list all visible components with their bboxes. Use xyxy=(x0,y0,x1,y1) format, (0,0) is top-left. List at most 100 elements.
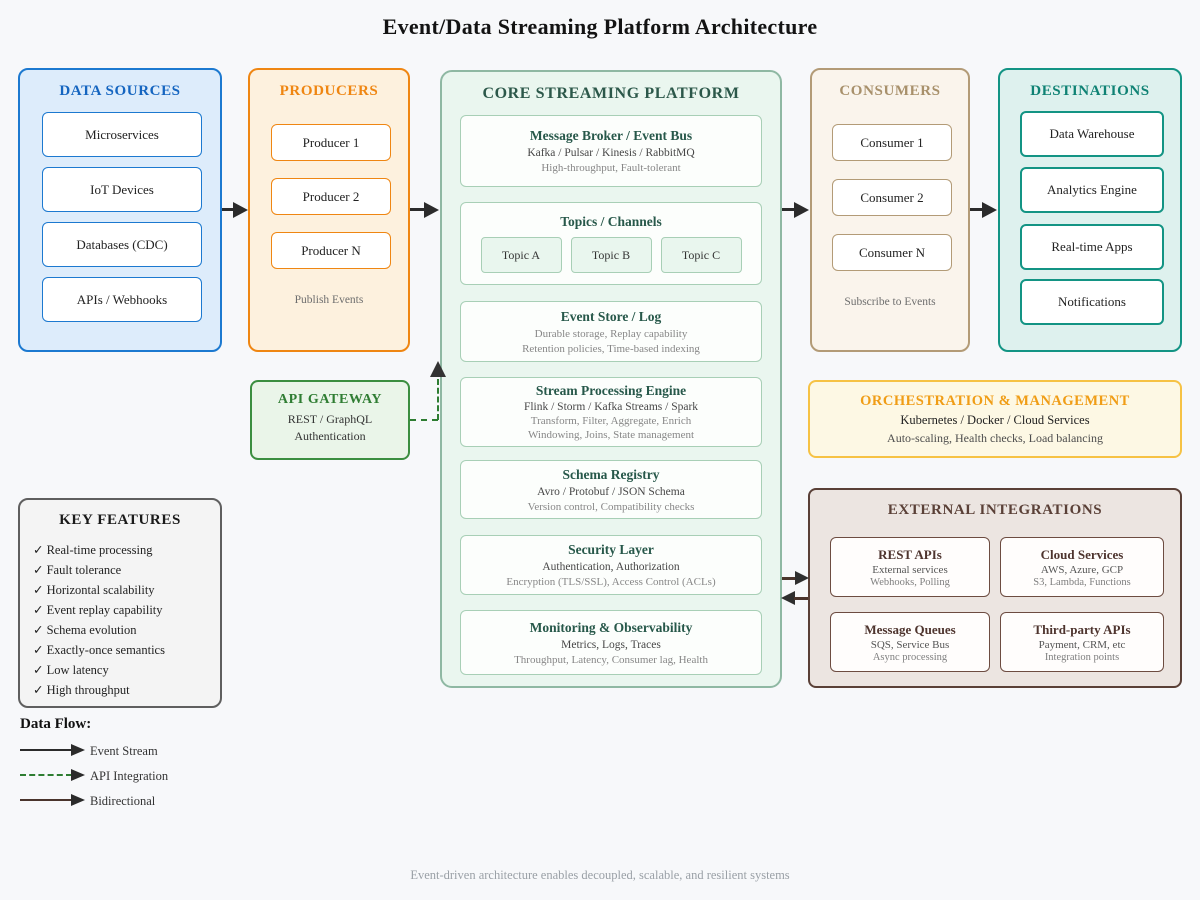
legend-line-api-integration xyxy=(20,774,72,776)
api-gateway-line: Authentication xyxy=(294,429,366,443)
core-section-topics: Topics / Channels Topic A Topic B Topic … xyxy=(460,202,762,285)
data-sources-panel: DATA SOURCES Microservices IoT Devices D… xyxy=(18,68,222,352)
card-line: External services xyxy=(872,563,948,576)
destination-node: Analytics Engine xyxy=(1020,167,1164,213)
external-card-third-party-apis: Third-party APIs Payment, CRM, etc Integ… xyxy=(1000,612,1164,672)
section-title: Message Broker / Event Bus xyxy=(529,128,693,143)
core-section-schema-registry: Schema Registry Avro / Protobuf / JSON S… xyxy=(460,460,762,519)
core-platform-title: CORE STREAMING PLATFORM xyxy=(482,85,740,102)
section-line: Transform, Filter, Aggregate, Enrich xyxy=(530,415,692,427)
core-platform-panel: CORE STREAMING PLATFORM Message Broker /… xyxy=(440,70,782,688)
section-line: Durable storage, Replay capability xyxy=(534,327,688,340)
key-feature-item: ✓ Exactly-once semantics xyxy=(33,643,165,657)
footer-caption: Event-driven architecture enables decoup… xyxy=(410,868,790,882)
key-feature-item: ✓ Fault tolerance xyxy=(33,563,122,577)
section-line: Flink / Storm / Kafka Streams / Spark xyxy=(523,401,699,413)
orchestration-line: Kubernetes / Docker / Cloud Services xyxy=(900,412,1090,427)
key-feature-item: ✓ Low latency xyxy=(33,663,109,677)
card-title: Third-party APIs xyxy=(1033,621,1131,637)
key-feature-item: ✓ High throughput xyxy=(33,683,130,697)
section-title: Event Store / Log xyxy=(560,308,662,324)
producer-node: Producer 1 xyxy=(271,124,391,161)
section-line: Avro / Protobuf / JSON Schema xyxy=(537,485,685,498)
section-line: Encryption (TLS/SSL), Access Control (AC… xyxy=(506,576,716,588)
card-line: Integration points xyxy=(1044,651,1120,663)
external-integrations-title: EXTERNAL INTEGRATIONS xyxy=(887,502,1103,518)
core-section-security: Security Layer Authentication, Authoriza… xyxy=(460,535,762,595)
external-card-cloud-services: Cloud Services AWS, Azure, GCP S3, Lambd… xyxy=(1000,537,1164,597)
external-integrations-panel: EXTERNAL INTEGRATIONS REST APIs External… xyxy=(808,488,1182,688)
destination-node: Real-time Apps xyxy=(1020,224,1164,270)
card-line: AWS, Azure, GCP xyxy=(1040,563,1124,576)
key-feature-item: ✓ Horizontal scalability xyxy=(33,583,155,597)
destination-node: Notifications xyxy=(1020,279,1164,325)
key-features-list: ✓ Real-time processing ✓ Fault tolerance… xyxy=(33,540,165,700)
section-line: Retention policies, Time-based indexing xyxy=(522,342,700,355)
legend-arrowhead xyxy=(71,769,85,781)
legend-line-event-stream xyxy=(20,749,72,751)
producer-node: Producer N xyxy=(271,232,391,269)
legend-label: Bidirectional xyxy=(90,794,156,808)
data-source-node: APIs / Webhooks xyxy=(42,277,202,322)
section-line: Version control, Compatibility checks xyxy=(527,500,695,513)
card-title: REST APIs xyxy=(878,546,942,562)
producers-title: PRODUCERS xyxy=(279,83,379,99)
key-feature-item: ✓ Real-time processing xyxy=(33,543,153,557)
legend-label: API Integration xyxy=(90,769,169,783)
core-section-stream-processing: Stream Processing Engine Flink / Storm /… xyxy=(460,377,762,447)
key-features-title: KEY FEATURES xyxy=(59,512,181,528)
key-feature-item: ✓ Event replay capability xyxy=(33,603,163,617)
data-source-node: IoT Devices xyxy=(42,167,202,212)
destinations-title: DESTINATIONS xyxy=(1030,83,1150,99)
external-card-message-queues: Message Queues SQS, Service Bus Async pr… xyxy=(830,612,990,672)
data-sources-title: DATA SOURCES xyxy=(59,83,181,99)
key-features-panel: KEY FEATURES ✓ Real-time processing ✓ Fa… xyxy=(18,498,222,708)
orchestration-line: Auto-scaling, Health checks, Load balanc… xyxy=(887,430,1103,445)
legend-arrowhead xyxy=(71,794,85,806)
data-source-node: Microservices xyxy=(42,112,202,157)
section-title: Topics / Channels xyxy=(560,214,662,229)
card-line: Payment, CRM, etc xyxy=(1038,638,1126,651)
topic-chip: Topic C xyxy=(660,237,742,273)
orchestration-panel: ORCHESTRATION & MANAGEMENT Kubernetes / … xyxy=(808,380,1182,458)
consumer-node: Consumer N xyxy=(832,234,952,271)
section-title: Monitoring & Observability xyxy=(529,619,693,635)
core-section-event-store: Event Store / Log Durable storage, Repla… xyxy=(460,301,762,362)
producer-node: Producer 2 xyxy=(271,178,391,215)
card-line: SQS, Service Bus xyxy=(870,638,950,651)
section-title: Schema Registry xyxy=(562,466,660,482)
legend-line-bidirectional xyxy=(20,799,72,801)
section-line: High-throughput, Fault-tolerant xyxy=(541,162,681,174)
legend-arrowhead xyxy=(71,744,85,756)
card-title: Message Queues xyxy=(864,621,956,637)
card-line: S3, Lambda, Functions xyxy=(1033,576,1131,588)
section-line: Metrics, Logs, Traces xyxy=(561,638,661,651)
api-gateway-panel: API GATEWAY REST / GraphQL Authenticatio… xyxy=(250,380,410,460)
key-feature-item: ✓ Schema evolution xyxy=(33,623,137,637)
section-title: Security Layer xyxy=(568,542,654,557)
section-line: Kafka / Pulsar / Kinesis / RabbitMQ xyxy=(527,147,695,159)
section-line: Windowing, Joins, State management xyxy=(527,429,695,441)
topic-chip: Topic B xyxy=(570,237,652,273)
consumers-title: CONSUMERS xyxy=(839,83,941,99)
card-line: Async processing xyxy=(872,651,948,663)
section-title: Stream Processing Engine xyxy=(535,383,687,398)
orchestration-title: ORCHESTRATION & MANAGEMENT xyxy=(860,392,1130,409)
producers-panel: PRODUCERS Producer 1 Producer 2 Producer… xyxy=(248,68,410,352)
legend-label: Event Stream xyxy=(90,744,158,758)
consumer-node: Consumer 2 xyxy=(832,179,952,216)
api-gateway-title: API GATEWAY xyxy=(277,392,383,407)
topic-chip: Topic A xyxy=(480,237,562,273)
core-section-monitoring: Monitoring & Observability Metrics, Logs… xyxy=(460,610,762,675)
destination-node: Data Warehouse xyxy=(1020,111,1164,157)
card-title: Cloud Services xyxy=(1040,546,1124,562)
legend-title: Data Flow: xyxy=(20,716,92,732)
destinations-panel: DESTINATIONS Data Warehouse Analytics En… xyxy=(998,68,1182,352)
core-section-message-broker: Message Broker / Event Bus Kafka / Pulsa… xyxy=(460,115,762,187)
api-gateway-line: REST / GraphQL xyxy=(287,412,373,426)
page-title: Event/Data Streaming Platform Architectu… xyxy=(382,14,818,39)
card-line: Webhooks, Polling xyxy=(870,576,950,588)
topic-chip-row: Topic A Topic B Topic C xyxy=(480,237,742,273)
producers-note: Publish Events xyxy=(294,294,364,306)
